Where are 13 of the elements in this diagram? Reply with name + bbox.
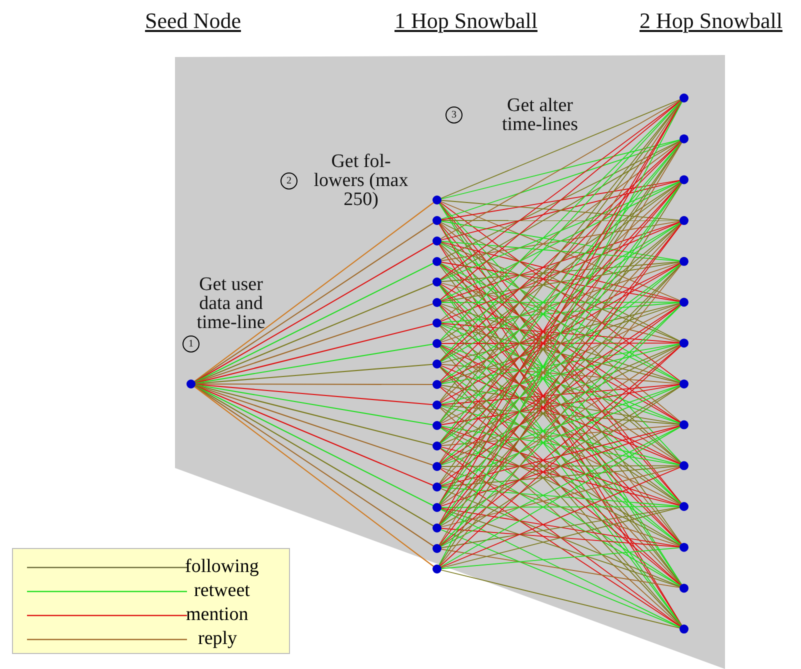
step-number: 3 — [446, 106, 462, 124]
column-heading: Seed Node — [145, 10, 241, 32]
column-heading: 2 Hop Snowball — [640, 10, 782, 32]
legend-label: retweet — [194, 581, 250, 600]
legend-label: reply — [198, 629, 238, 648]
step-label: Get user data and time-line — [196, 275, 266, 332]
step-label: Get alter time-lines — [501, 96, 579, 134]
step-label: Get fol- lowers (max 250) — [312, 152, 410, 209]
step-number: 1 — [182, 336, 200, 352]
step-number: 2 — [280, 172, 298, 190]
legend-label: mention — [186, 605, 248, 624]
column-heading: 1 Hop Snowball — [394, 10, 538, 32]
legend-label: following — [185, 557, 259, 576]
